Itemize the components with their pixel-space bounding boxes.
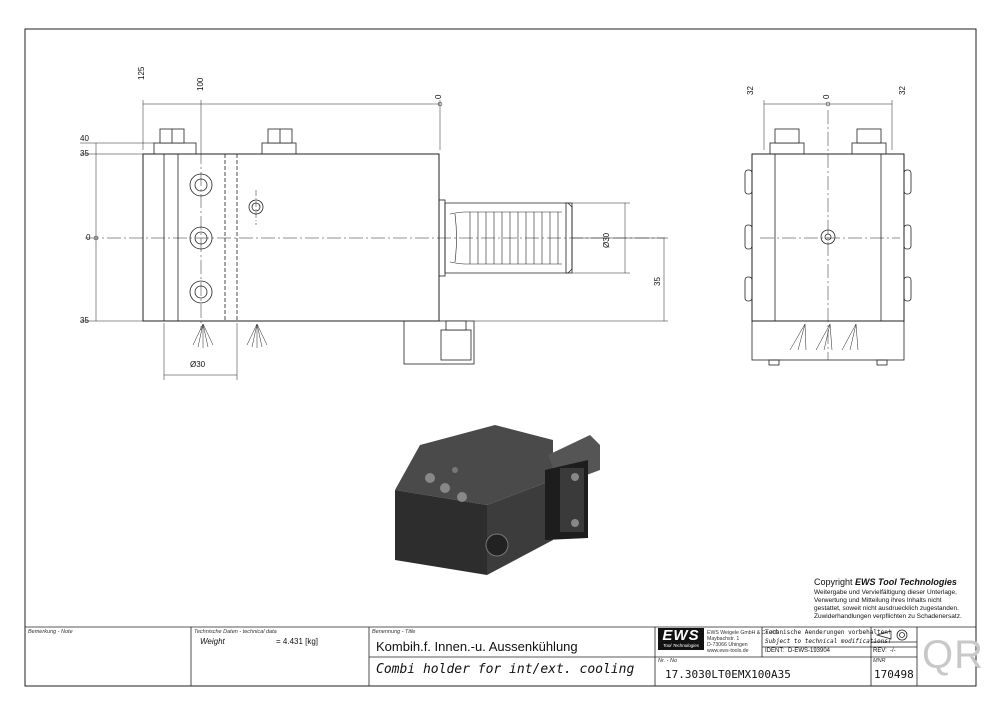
weight-label: Weight [200,637,225,646]
modification-note-de: Technische Aenderungen vorbehalten! [765,629,892,636]
company-line-2: Maybachstr. 1 [707,636,740,642]
front-view [85,128,665,365]
title-block [25,626,976,686]
copyright-line-1: Weitergabe und Vervielfältigung dieser U… [814,589,957,596]
dim-side-32-left: 32 [746,86,755,95]
ews-logo: EWS Tool Technologies [658,628,704,650]
projection-symbol-icon [875,629,908,641]
weight-value: = 4.431 [kg] [276,637,319,646]
dim-left-40: 40 [80,134,89,143]
mnr-label: MNR [873,658,886,664]
company-line-4: www.ews-tools.de [707,648,749,654]
copyright-title: Copyright EWS Tool Technologies [814,577,957,587]
dim-side-32-right: 32 [898,86,907,95]
part-number: 17.3030LT0EMX100A35 [665,668,791,681]
copyright-prefix: Copyright [814,577,856,587]
isometric-view [395,425,600,575]
ident-label: IDENT: [765,648,785,654]
ident-value: D-EWS-193904 [788,648,831,654]
dim-left-35-bottom: 35 [80,316,89,325]
copyright-line-2: Verwertung und Mitteilung ihres Inhalts … [814,597,942,604]
title-german: Kombih.f. Innen.-u. Aussenkühlung [376,639,578,654]
sheet-border [24,28,977,687]
front-dimensions [80,100,668,380]
rev-value: -/- [890,648,896,654]
title-label: Benennung - Title [372,629,416,635]
ews-logo-sub: Tool Technologies [663,643,699,648]
copyright-brand: EWS Tool Technologies [855,577,957,587]
mnr-value: 170498 [874,668,914,681]
dim-bore-dia: Ø30 [190,360,206,369]
dim-top-125: 125 [137,66,146,80]
title-english: Combi holder for int/ext. cooling [376,662,635,677]
dim-right-35: 35 [653,277,662,286]
dim-top-100: 100 [196,77,205,91]
dim-top-0: 0 [434,94,443,99]
side-view [744,100,912,366]
company-line-1: EWS Weigele GmbH & Co. KG [707,630,779,636]
copyright-line-3: gestattet, soweit nicht ausdruecklich zu… [814,605,959,612]
number-label: Nr. - No [658,658,678,664]
copyright-line-4: Zuwiderhandlungen verpflichten zu Schade… [814,613,962,620]
dim-shank-dia: Ø30 [602,232,611,248]
qr-placeholder: QR [922,633,984,677]
note-label: Bemerkung - Note [28,629,73,635]
rev-label: REV: [873,648,887,654]
ews-logo-text: EWS [662,627,700,644]
dim-side-0: 0 [822,94,831,99]
dim-left-35: 35 [80,149,89,158]
tech-data-label: Technische Daten - technical data [194,629,277,635]
modification-note-en: Subject to technical modifications! [765,638,892,645]
company-line-3: D-73066 Uhingen [707,642,748,648]
dim-left-0: 0 [86,233,91,242]
